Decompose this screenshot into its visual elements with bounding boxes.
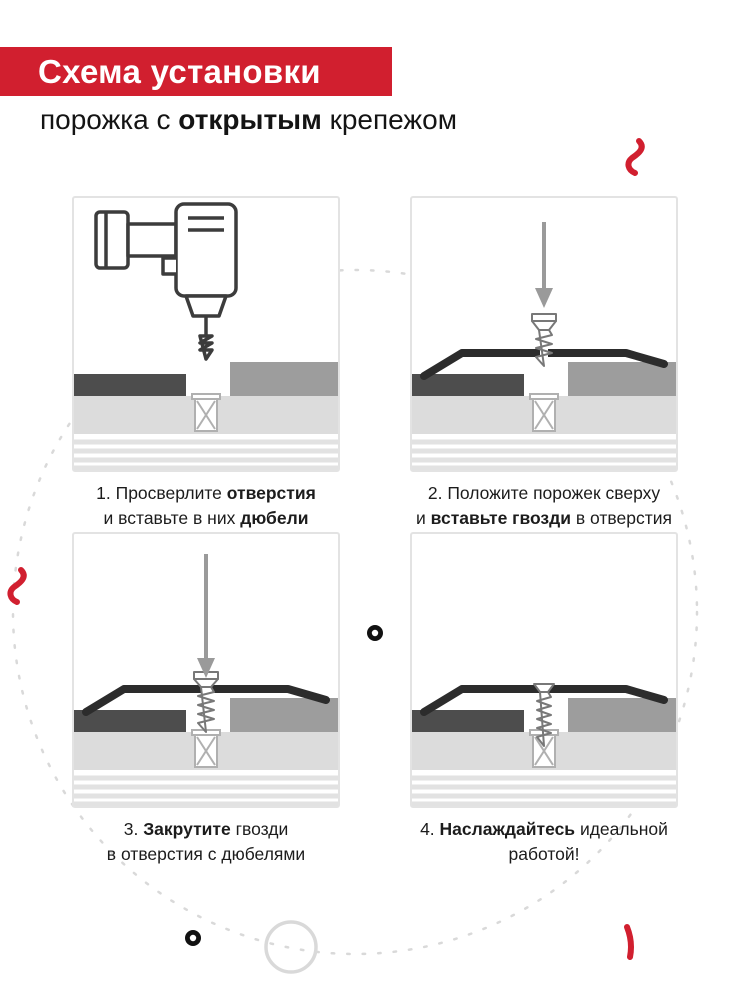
screw-icon (531, 313, 557, 367)
base-hatch (74, 775, 338, 806)
dashed-circle-decoration (11, 268, 699, 956)
dowel-icon (529, 393, 559, 432)
title-banner: Схема установки (0, 47, 392, 96)
page-title: Схема установки (38, 52, 321, 90)
screw-icon (193, 671, 219, 733)
step-4-panel (410, 532, 678, 808)
donut-dot-icon (367, 625, 383, 641)
arrow-down-icon (535, 222, 553, 308)
left-floor-covering (412, 710, 524, 732)
arrow-down-icon (197, 554, 215, 678)
screw-icon (533, 683, 555, 747)
outline-circle-decoration (264, 920, 318, 974)
right-floor-covering (230, 698, 338, 732)
right-floor-covering (230, 362, 338, 396)
base-hatch (412, 439, 676, 470)
base-hatch (412, 775, 676, 806)
left-floor-covering (74, 374, 186, 396)
step-3-illustration (74, 554, 338, 806)
step-1-panel (72, 196, 340, 472)
step-4-illustration (412, 683, 676, 806)
dowel-icon (191, 393, 221, 432)
step-2-panel (410, 196, 678, 472)
donut-dot-icon (185, 930, 201, 946)
red-dash-icon (624, 924, 634, 960)
step-2-illustration (412, 222, 676, 470)
red-squiggle-icon (625, 138, 645, 176)
red-squiggle-icon (7, 567, 27, 605)
left-floor-covering (412, 374, 524, 396)
step-1-illustration (74, 202, 338, 470)
left-floor-covering (74, 710, 186, 732)
drill-icon (94, 202, 238, 361)
page-subtitle: порожка с открытым крепежом (40, 104, 457, 135)
base-hatch (74, 439, 338, 470)
step-3-panel (72, 532, 340, 808)
dowel-icon (191, 729, 221, 768)
right-floor-covering (568, 698, 676, 732)
right-floor-covering (568, 362, 676, 396)
